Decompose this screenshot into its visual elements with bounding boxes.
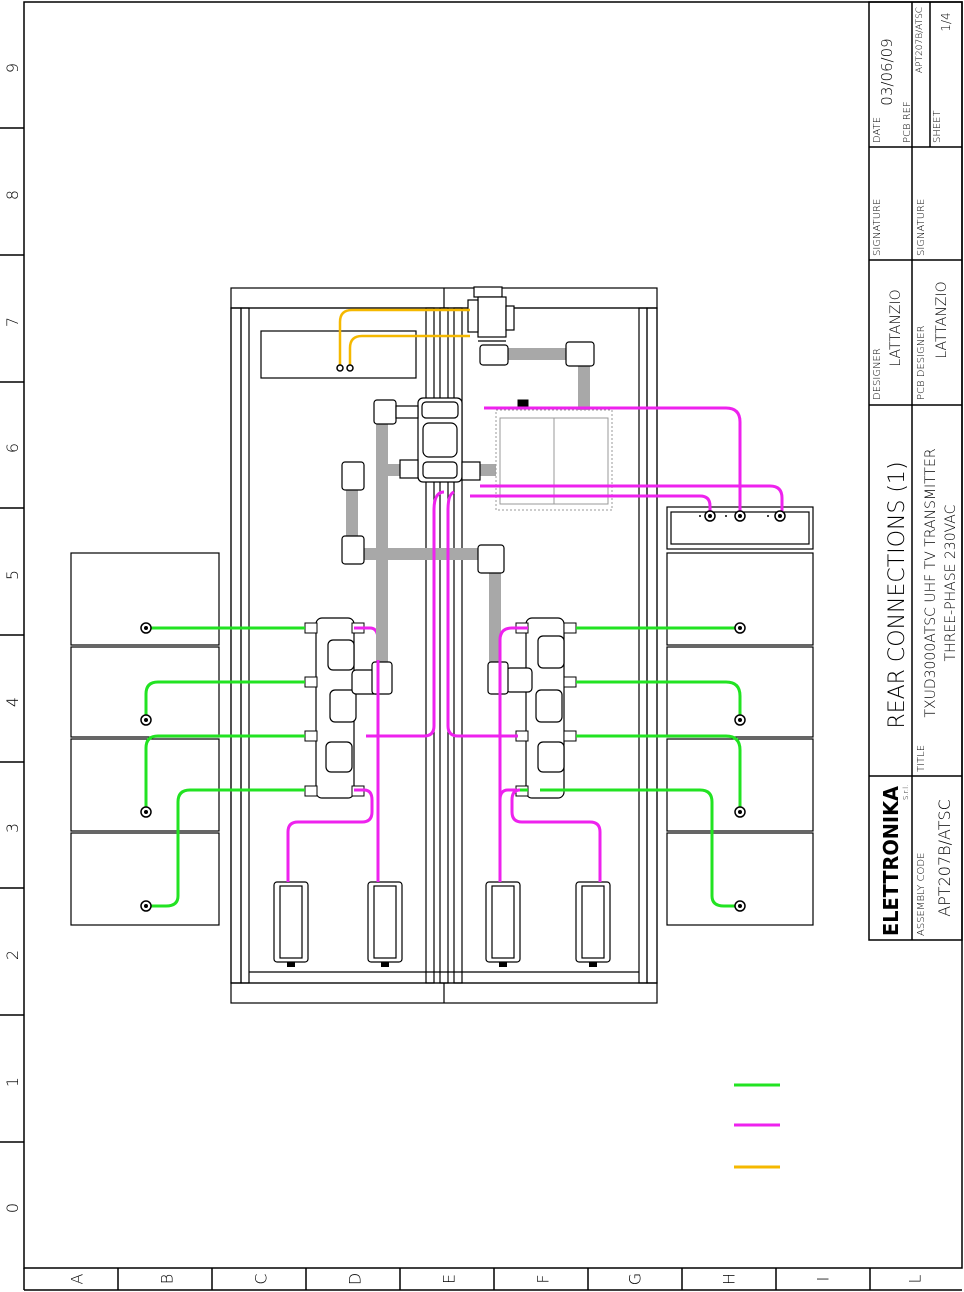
designer-value: LATTANZIO: [888, 289, 904, 366]
elettronika-logo: ELETTRONIKA S.r.l.: [879, 785, 910, 936]
sheet-label: SHEET: [932, 110, 943, 143]
date-value: 03/06/09: [878, 38, 896, 105]
title-line-1: TXUD3000ATSC UHF TV TRANSMITTER: [923, 448, 939, 717]
sheet-value: 1/4: [939, 12, 953, 31]
grid-col-label: B: [158, 1274, 177, 1284]
left-units: [71, 553, 219, 925]
signature-label: SIGNATURE: [916, 199, 927, 256]
exciter-module: [496, 400, 612, 510]
pcb-ref-value: APT207B/ATSC: [915, 7, 925, 73]
date-label: DATE: [872, 117, 883, 143]
designer-label: DESIGNER: [872, 348, 883, 400]
grid-col-label: D: [346, 1273, 365, 1285]
column-ticks: [118, 1268, 870, 1290]
grid-row-label: 0: [3, 1203, 22, 1213]
grid-col-label: H: [720, 1273, 739, 1285]
pcb-designer-label: PCB DESIGNER: [916, 325, 927, 400]
grid-row-label: 1: [3, 1077, 22, 1087]
grid-col-label: I: [814, 1277, 833, 1282]
row-ticks: [0, 128, 24, 1142]
grid-row-label: 3: [3, 823, 22, 833]
title-line-2: THREE-PHASE 230VAC: [943, 504, 959, 661]
grid-col-label: C: [252, 1273, 271, 1284]
drawing-title: REAR CONNECTIONS (1): [885, 461, 910, 728]
power-supplies: [274, 882, 610, 962]
grid-row-label: 2: [3, 950, 22, 960]
grid-row-label: 5: [3, 570, 22, 580]
duct-overlays: [376, 560, 388, 660]
logo-suffix: S.r.l.: [902, 785, 910, 800]
grid-row-label: 4: [3, 697, 22, 707]
grid-row-label: 7: [3, 317, 22, 327]
grid-row-label: 6: [3, 443, 22, 453]
grid-col-label: G: [626, 1273, 645, 1285]
grid-col-label: L: [906, 1274, 925, 1283]
assembly-code-label: ASSEMBLY CODE: [916, 853, 927, 936]
power-supply-feet: [287, 962, 597, 967]
signature-label: SIGNATURE: [872, 199, 883, 256]
assembly-code-value: APT207B/ATSC: [935, 799, 954, 917]
title-label: TITLE: [916, 745, 927, 772]
grid-col-label: A: [68, 1273, 87, 1284]
green-cables: [146, 628, 740, 906]
grid-col-label: E: [440, 1274, 459, 1284]
grid-row-label: 8: [3, 190, 22, 200]
grid-col-label: F: [534, 1274, 553, 1283]
logo-text: ELETTRONIKA: [879, 786, 903, 936]
legend: [734, 1085, 780, 1167]
pcb-designer-value: LATTANZIO: [934, 281, 950, 358]
grid-row-label: 9: [3, 63, 22, 73]
pcb-ref-label: PCB REF: [902, 101, 913, 143]
